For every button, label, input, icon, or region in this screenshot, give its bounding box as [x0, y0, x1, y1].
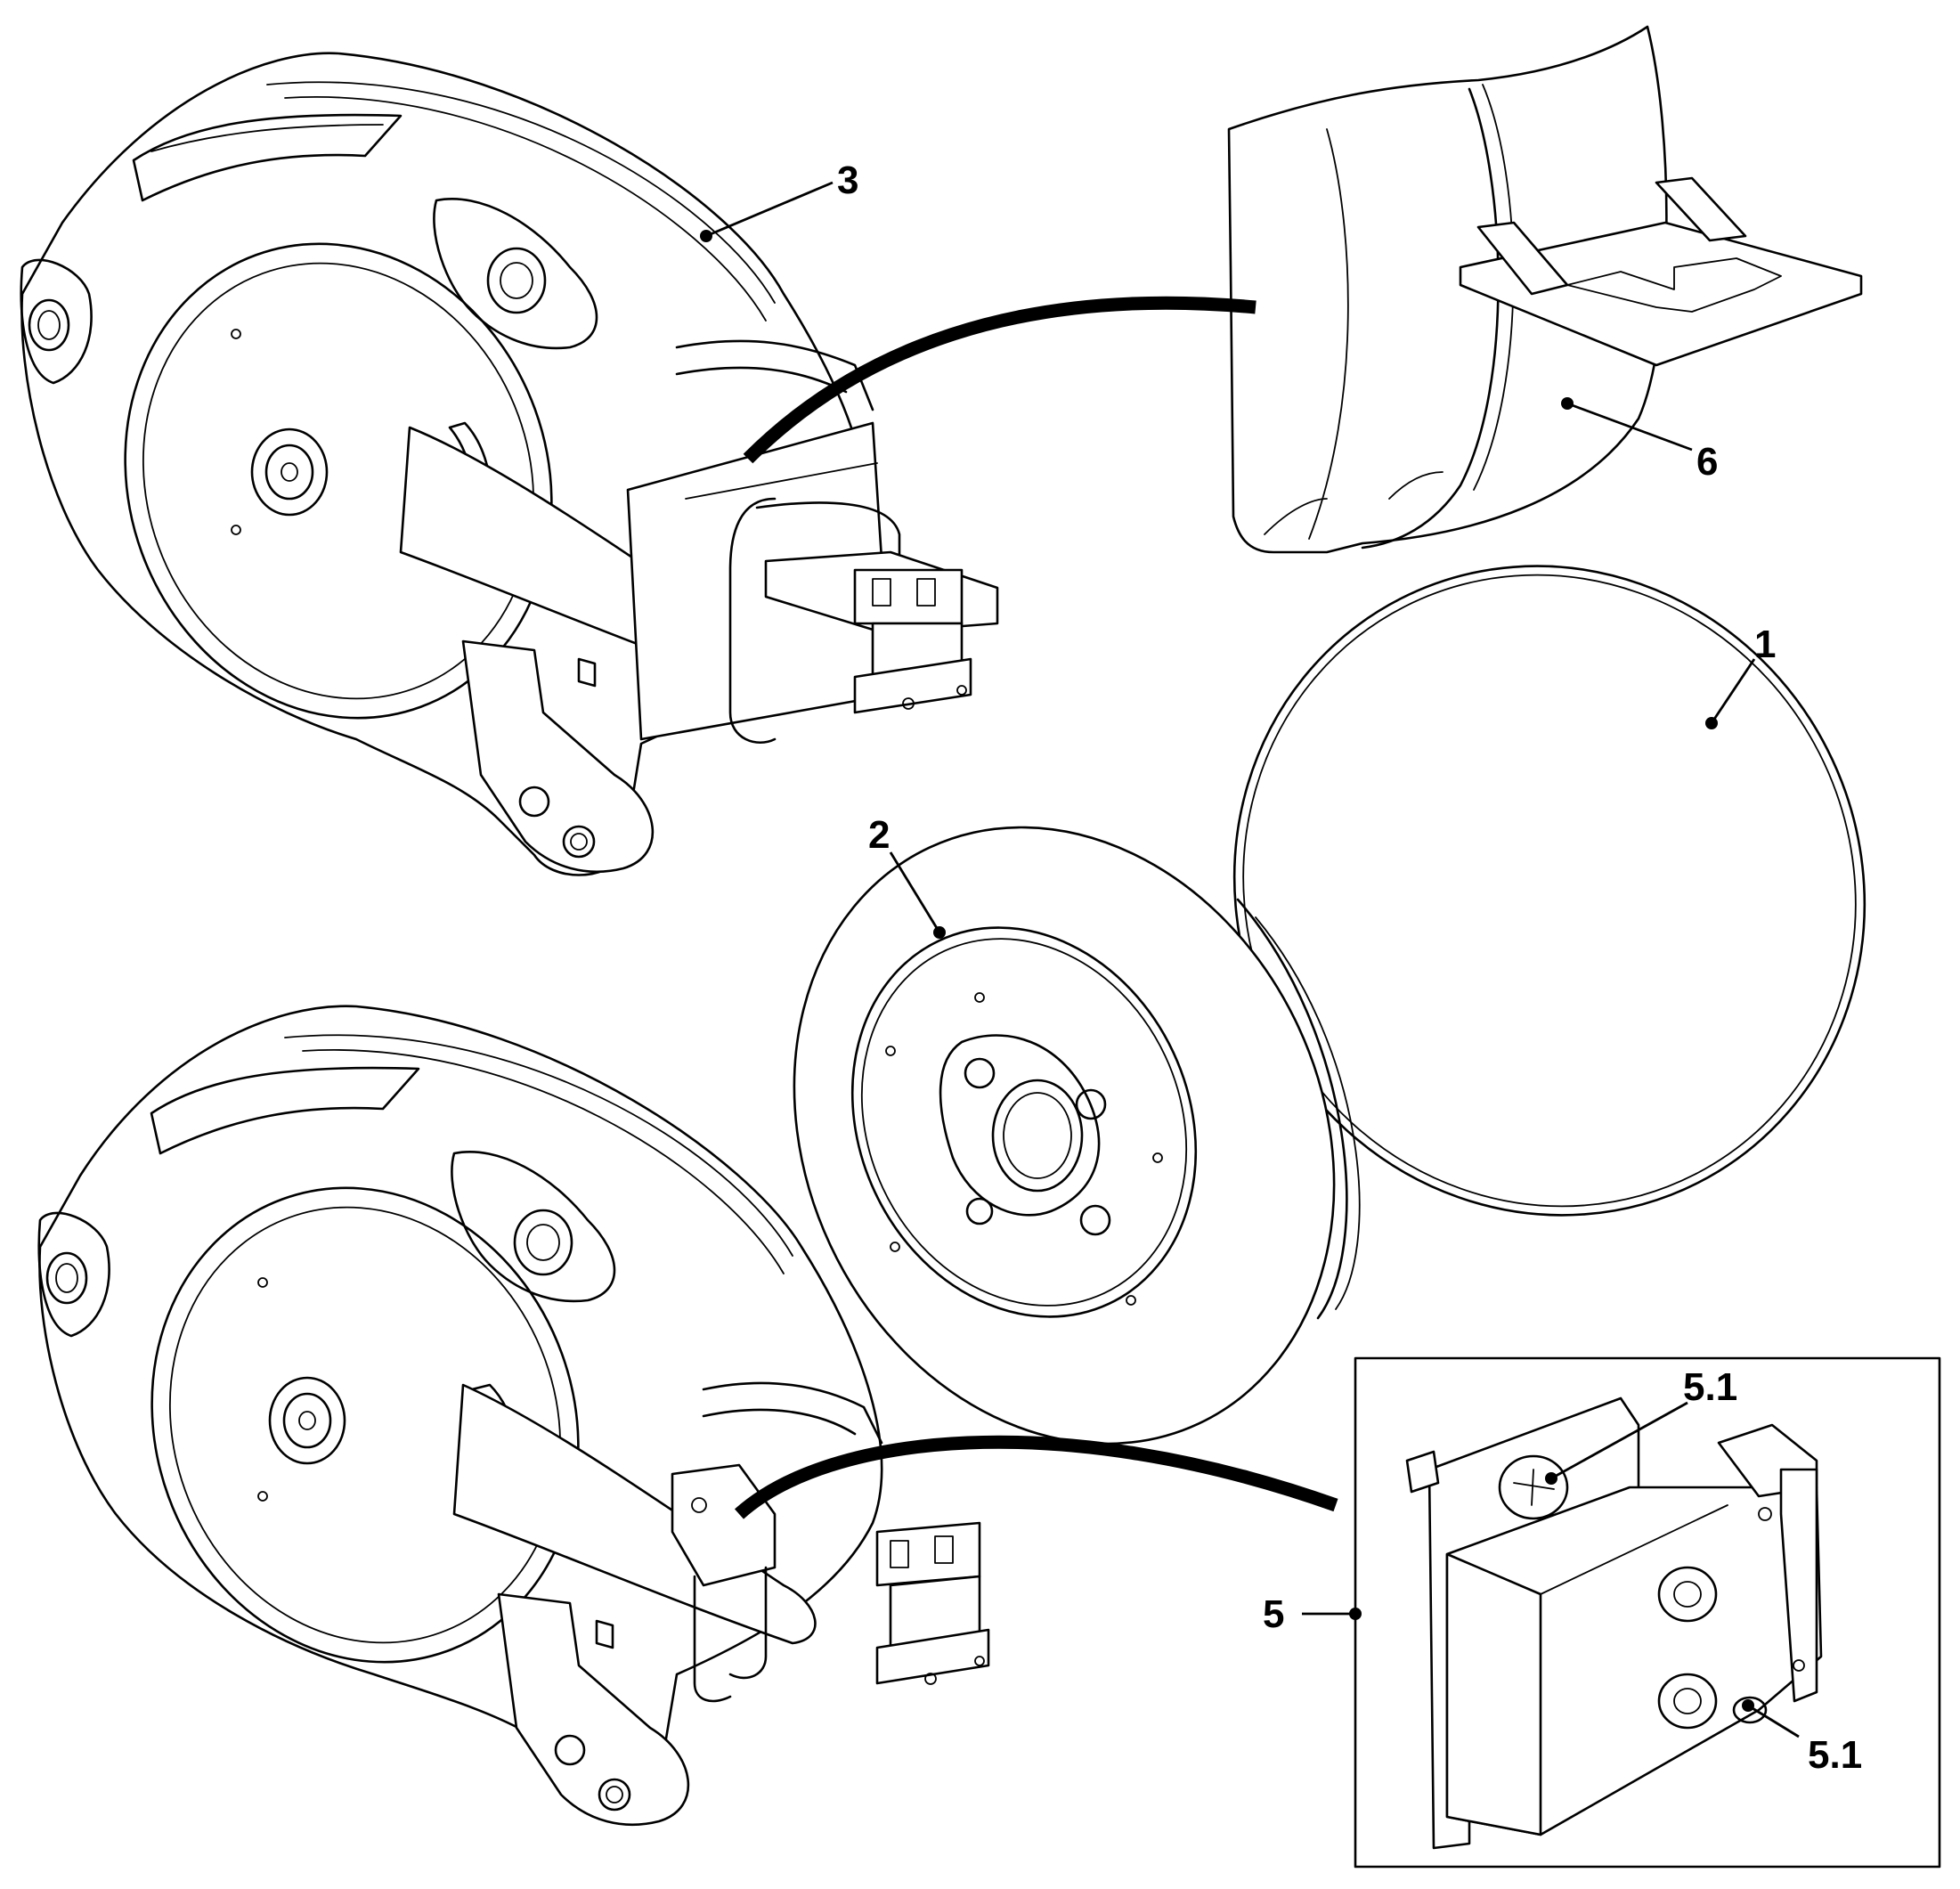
callout-5-1-top: 5.1 [1683, 1365, 1737, 1409]
brake-housing-top [20, 52, 999, 876]
callout-2: 2 [868, 813, 890, 857]
callout-6: 6 [1696, 440, 1718, 484]
leader-dot-5-1-bottom [1742, 1699, 1754, 1712]
leader-dot-1 [1705, 717, 1718, 729]
leader-line-2 [889, 851, 941, 933]
leader-dot-5-1-top [1545, 1472, 1557, 1485]
connection-cable-bottom [734, 1435, 1338, 1519]
callout-5-1-bottom: 5.1 [1808, 1733, 1862, 1777]
leader-line-6 [1566, 402, 1693, 452]
leader-line-3 [705, 181, 834, 238]
callout-5: 5 [1263, 1592, 1284, 1636]
leader-dot-2 [933, 926, 946, 939]
callout-1: 1 [1754, 623, 1776, 666]
leader-dot-3 [700, 230, 712, 242]
callout-3: 3 [837, 159, 858, 202]
leader-line-5-1-top [1550, 1401, 1688, 1480]
sensor-detail-view [1354, 1356, 1941, 1869]
leader-line-5-1-bottom [1747, 1704, 1800, 1738]
leader-line-1 [1710, 658, 1756, 724]
sensor-cover [1227, 25, 1863, 554]
friction-disc [793, 826, 1361, 1445]
leader-dot-6 [1561, 397, 1574, 410]
brake-housing-bottom [37, 1005, 990, 1827]
connection-cable-top [743, 296, 1257, 464]
leader-dot-5 [1349, 1608, 1362, 1620]
